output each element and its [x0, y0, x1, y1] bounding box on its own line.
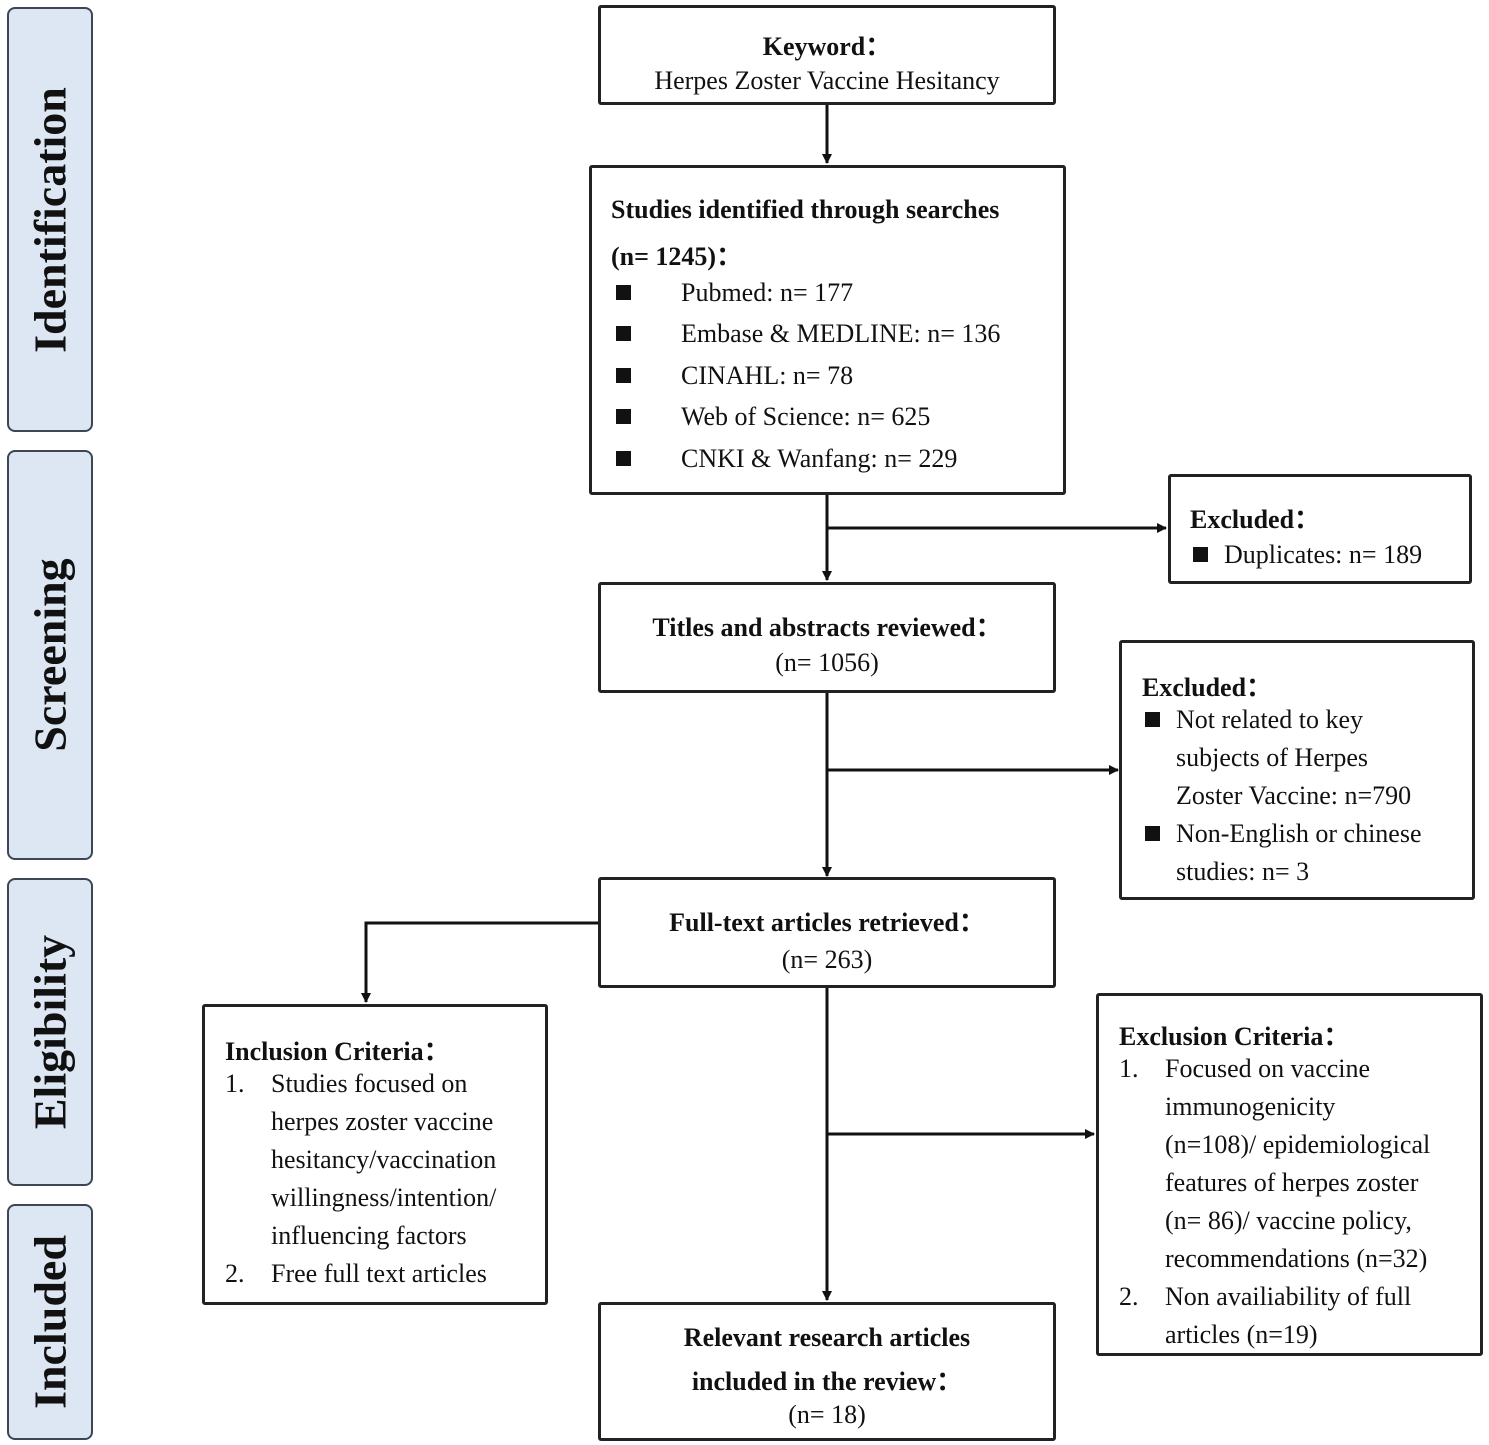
keyword-title: Keyword：: [762, 32, 892, 61]
inclusion-item1-line2: herpes zoster vaccine: [271, 1107, 494, 1136]
bullet-square: [1145, 712, 1160, 727]
fulltext-count: (n= 263): [781, 945, 873, 974]
excluded-duplicates-title: Excluded：: [1190, 505, 1321, 534]
identified-item-wos: Web of Science: n= 625: [681, 402, 931, 431]
identified-item-embase: Embase & MEDLINE: n= 136: [681, 319, 1001, 348]
exclusion-item1-line5: (n= 86)/ vaccine policy,: [1165, 1206, 1412, 1235]
exclusion-item2-line1: Non availiability of full: [1165, 1282, 1412, 1311]
titles-abstracts-box: Titles and abstracts reviewed： (n= 1056): [598, 582, 1056, 693]
excluded-subjects-title: Excluded：: [1142, 673, 1273, 702]
titles-abstracts-count: (n= 1056): [775, 648, 879, 677]
inclusion-item1-line4: willingness/intention/: [271, 1183, 497, 1212]
inclusion-item1-number: 1.: [225, 1069, 245, 1098]
phase-included: Included: [7, 1204, 93, 1440]
identified-item-cinahl: CINAHL: n= 78: [681, 361, 854, 390]
titles-abstracts-title: Titles and abstracts reviewed：: [652, 613, 1002, 642]
keyword-text: Herpes Zoster Vaccine Hesitancy: [654, 66, 1000, 95]
bullet-square: [1145, 826, 1160, 841]
phase-eligibility: Eligibility: [7, 878, 93, 1186]
bullet-square: [616, 451, 631, 466]
arrow-fulltext-to-inclusion: [361, 921, 598, 1003]
excluded-subjects-item2-line1: Non-English or chinese: [1176, 819, 1422, 848]
identified-title-line1: Studies identified through searches: [611, 195, 1000, 224]
fulltext-box: Full-text articles retrieved： (n= 263): [598, 877, 1056, 988]
excluded-duplicates-item: Duplicates: n= 189: [1224, 540, 1423, 569]
exclusion-item2-number: 2.: [1119, 1282, 1139, 1311]
bullet-square: [1193, 547, 1208, 562]
exclusion-item1-line1: Focused on vaccine: [1165, 1054, 1371, 1083]
bullet-square: [616, 326, 631, 341]
identified-box: Studies identified through searches (n= …: [589, 165, 1066, 495]
inclusion-item2-line1: Free full text articles: [271, 1259, 487, 1288]
identified-title-line2: (n= 1245)：: [611, 242, 743, 271]
excluded-subjects-item1-line3: Zoster Vaccine: n=790: [1176, 781, 1412, 810]
inclusion-item1-line5: influencing factors: [271, 1221, 467, 1250]
exclusion-item1-line3: (n=108)/ epidemiological: [1165, 1130, 1431, 1159]
included-review-box: Relevant research articles included in t…: [598, 1302, 1056, 1441]
exclusion-title: Exclusion Criteria：: [1119, 1022, 1350, 1051]
included-count: (n= 18): [788, 1400, 866, 1429]
exclusion-item2-line2: articles (n=19): [1165, 1320, 1318, 1349]
inclusion-item2-number: 2.: [225, 1259, 245, 1288]
excluded-subjects-item2-line2: studies: n= 3: [1176, 857, 1310, 886]
inclusion-criteria-box: Inclusion Criteria： 1. Studies focused o…: [202, 1004, 548, 1305]
exclusion-criteria-box: Exclusion Criteria： 1. Focused on vaccin…: [1096, 993, 1483, 1356]
excluded-subjects-item1-line1: Not related to key: [1176, 705, 1363, 734]
included-title-line2: included in the review：: [691, 1367, 963, 1396]
bullet-square: [616, 285, 631, 300]
phase-screening: Screening: [7, 450, 93, 860]
excluded-subjects-box: Excluded： Not related to key subjects of…: [1119, 640, 1475, 900]
inclusion-title: Inclusion Criteria：: [225, 1037, 450, 1066]
included-title-line1: Relevant research articles: [683, 1323, 971, 1352]
exclusion-item1-line2: immunogenicity: [1165, 1092, 1336, 1121]
keyword-box: Keyword： Herpes Zoster Vaccine Hesitancy: [598, 5, 1056, 105]
excluded-subjects-item1-line2: subjects of Herpes: [1176, 743, 1369, 772]
bullet-square: [616, 368, 631, 383]
bullet-square: [616, 409, 631, 424]
phase-identification: Identification: [7, 7, 93, 432]
inclusion-item1-line3: hesitancy/vaccination: [271, 1145, 497, 1174]
excluded-duplicates-box: Excluded： Duplicates: n= 189: [1168, 474, 1472, 584]
identified-item-pubmed: Pubmed: n= 177: [681, 278, 854, 307]
exclusion-item1-line4: features of herpes zoster: [1165, 1168, 1419, 1197]
fulltext-title: Full-text articles retrieved：: [669, 908, 985, 937]
identified-item-cnki: CNKI & Wanfang: n= 229: [681, 444, 958, 473]
exclusion-item1-line6: recommendations (n=32): [1165, 1244, 1428, 1273]
exclusion-item1-number: 1.: [1119, 1054, 1139, 1083]
inclusion-item1-line1: Studies focused on: [271, 1069, 468, 1098]
